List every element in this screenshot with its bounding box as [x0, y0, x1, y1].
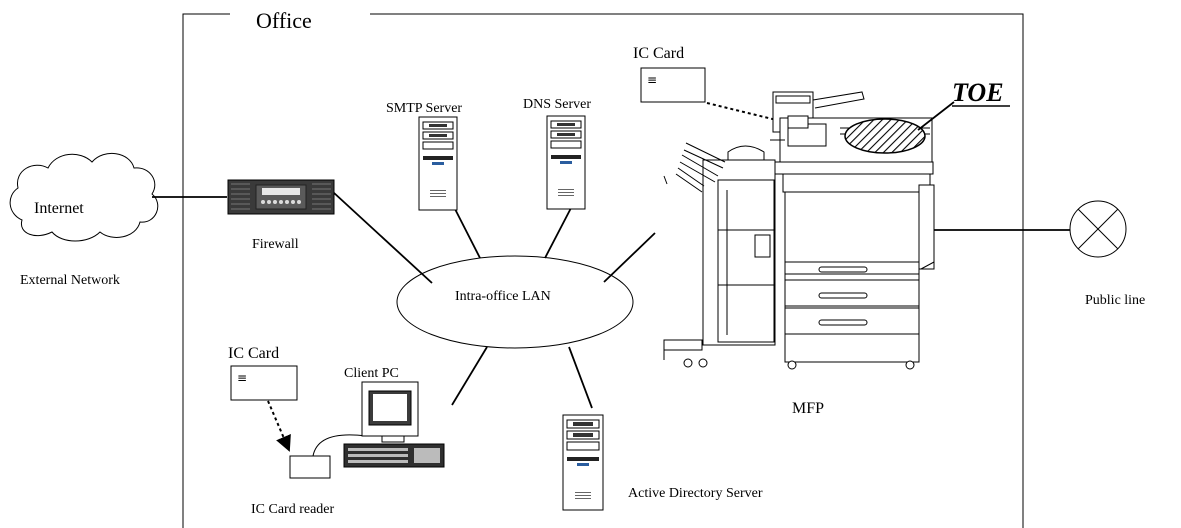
ic-card-left-glyph: ≡ [237, 371, 247, 385]
internet-label: Internet [34, 200, 84, 217]
mfp-icon [663, 91, 935, 370]
client-pc-label: Client PC [344, 366, 399, 381]
firewall-icon [227, 179, 335, 215]
connections [152, 191, 1070, 409]
ic-card-left-label: IC Card [228, 345, 279, 362]
dns-server-icon [546, 115, 586, 210]
ad-server-icon [562, 414, 604, 511]
smtp-server-label: SMTP Server [386, 101, 462, 116]
firewall-label: Firewall [252, 237, 299, 252]
card-reader-label: IC Card reader [251, 502, 335, 517]
reader-cable [312, 434, 367, 457]
dns-server-label: DNS Server [523, 97, 591, 112]
office-boundary: Office [182, 8, 1024, 528]
client-pc-icon [343, 381, 445, 468]
card-reader-icon [289, 455, 331, 479]
toe-label: TOE [952, 78, 1004, 107]
public-line-icon [1069, 200, 1127, 258]
ic-card-left: IC Card ≡ [228, 345, 298, 452]
lan-ellipse: Intra-office LAN [396, 255, 634, 349]
external-network-label: External Network [20, 273, 120, 288]
smtp-server-icon [418, 116, 458, 211]
lan-label: Intra-office LAN [455, 289, 551, 304]
ic-card-top: IC Card ≡ [633, 45, 799, 130]
mfp-label: MFP [792, 400, 824, 417]
internet-cloud: Internet [9, 153, 159, 242]
ic-card-top-label: IC Card [633, 45, 684, 62]
ic-card-top-glyph: ≡ [647, 73, 657, 87]
toe-highlight: TOE [844, 78, 1010, 154]
ad-server-label: Active Directory Server [628, 486, 763, 501]
public-line-label: Public line [1085, 293, 1145, 308]
office-title: Office [256, 8, 312, 33]
